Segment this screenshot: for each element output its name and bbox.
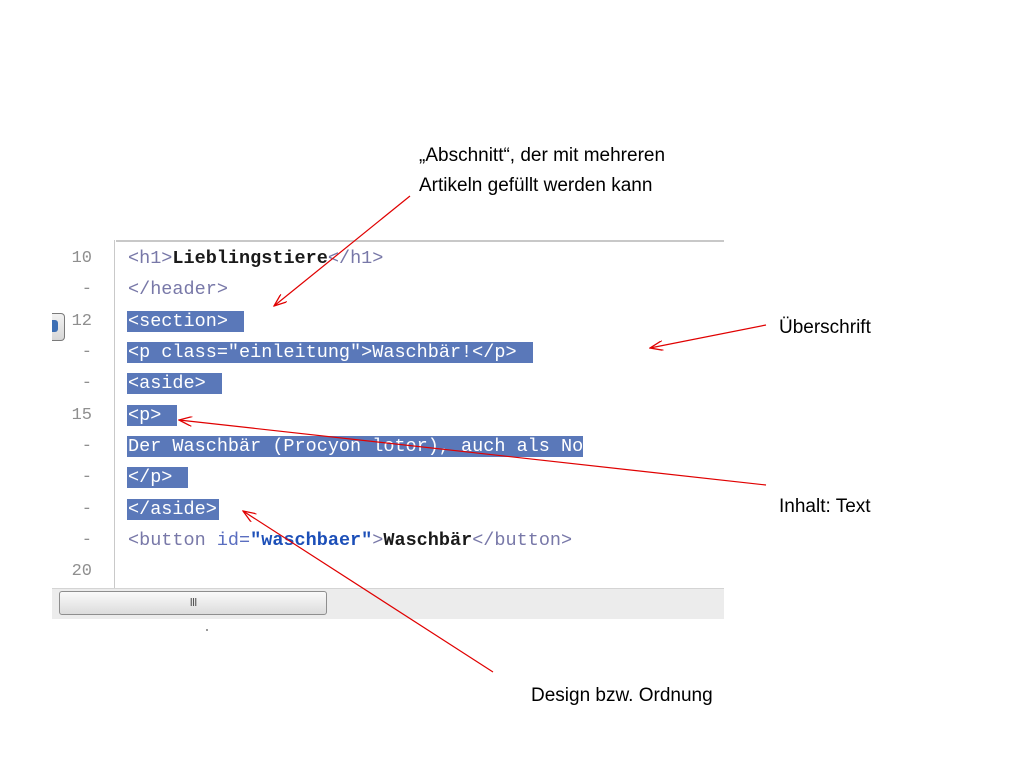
selected-aside-open: <aside> <box>127 373 222 394</box>
selected-aside-close: </aside> <box>127 499 219 520</box>
code-line-13[interactable]: <p class="einleitung">Waschbär!</p> <box>127 337 533 368</box>
annotation-section-line2: Artikeln gefüllt werden kann <box>419 175 653 196</box>
editor-top-border <box>116 240 724 242</box>
button-id-attr: id= <box>216 530 251 551</box>
annotation-heading: Überschrift <box>779 317 871 338</box>
code-line-15[interactable]: <p> <box>127 400 178 431</box>
line-number: - <box>81 374 92 393</box>
scrollbar-thumb[interactable]: III <box>59 591 327 615</box>
h1-open-tag: <h1> <box>128 248 173 269</box>
code-line-11[interactable]: </header> <box>128 274 228 305</box>
gutter-divider <box>114 240 115 588</box>
arrow-to-section <box>274 195 411 306</box>
line-number: 20 <box>71 562 92 581</box>
selected-section-tag: <section> <box>127 311 244 332</box>
annotation-section-line1: „Abschnitt“, der mit mehreren <box>419 145 666 166</box>
code-line-18[interactable]: </aside> <box>127 494 219 525</box>
stray-dot <box>206 629 208 631</box>
selected-p-open: <p> <box>127 405 178 426</box>
code-line-12[interactable]: <section> <box>127 306 244 337</box>
button-close-tag: </button> <box>472 530 573 551</box>
arrow-to-heading <box>650 324 767 348</box>
header-close-tag: </header> <box>128 279 228 300</box>
annotation-design: Design bzw. Ordnung <box>531 685 713 706</box>
code-line-14[interactable]: <aside> <box>127 368 222 399</box>
arrow-to-design <box>243 511 494 673</box>
code-line-10[interactable]: <h1>Lieblingstiere</h1> <box>128 243 383 274</box>
line-number: - <box>81 531 92 550</box>
line-number: 15 <box>71 406 92 425</box>
h1-close-tag: </h1> <box>327 248 384 269</box>
line-number: - <box>81 343 92 362</box>
button-tag-end: > <box>372 530 384 551</box>
annotation-content: Inhalt: Text <box>779 496 871 517</box>
annotation-section: „Abschnitt“, der mit mehreren Artikeln g… <box>419 141 749 201</box>
line-number: - <box>81 468 92 487</box>
line-number: - <box>81 280 92 299</box>
line-number: - <box>81 500 92 519</box>
button-open-tag: <button <box>128 530 217 551</box>
line-number: - <box>81 437 92 456</box>
horizontal-scrollbar[interactable]: III <box>52 588 724 619</box>
line-number: 10 <box>71 249 92 268</box>
bookmark-icon[interactable] <box>52 313 65 341</box>
line-number-gutter: 10 - 12 - - 15 - - - - 20 <box>52 240 114 588</box>
button-text: Waschbär <box>383 530 473 551</box>
selected-paragraph-heading: <p class="einleitung">Waschbär!</p> <box>127 342 533 363</box>
line-number: 12 <box>71 312 92 331</box>
selected-p-close: </p> <box>127 467 189 488</box>
code-line-17[interactable]: </p> <box>127 462 189 493</box>
arrow-to-content <box>179 420 767 486</box>
code-editor[interactable]: 10 - 12 - - 15 - - - - 20 <h1>Lieblingst… <box>52 240 724 622</box>
h1-text: Lieblingstiere <box>172 248 328 269</box>
